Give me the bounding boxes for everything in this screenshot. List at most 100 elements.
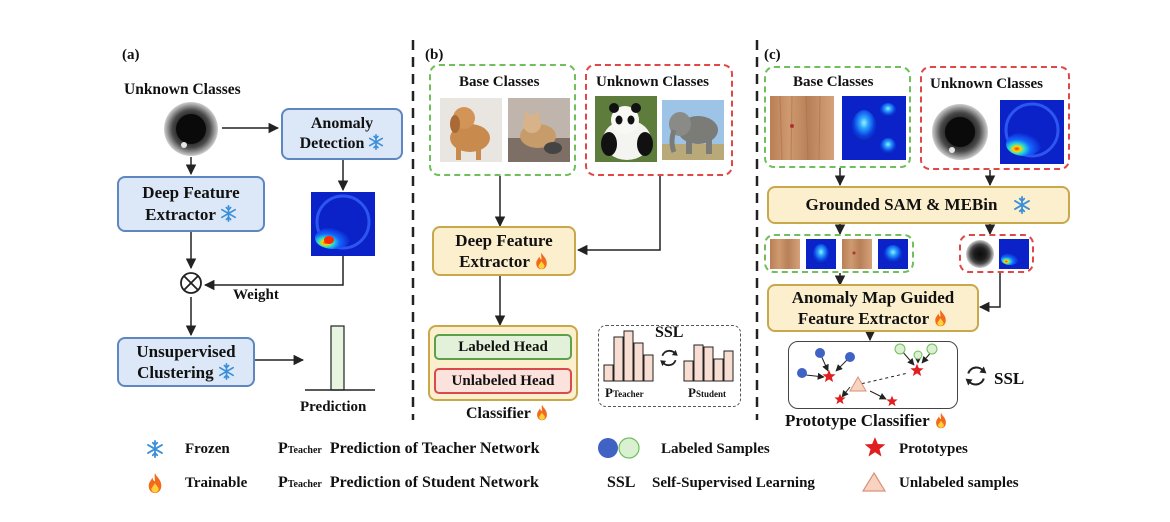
flame-icon	[934, 412, 948, 429]
labeled-sample-green	[926, 343, 938, 355]
labeled-sample-green	[894, 343, 906, 355]
anomaly-detection-box: Anomaly Detection	[281, 108, 403, 160]
panel-b-ssl-label: SSL	[655, 324, 684, 341]
panel-c-unknown-group	[920, 66, 1070, 170]
classifier-label-wrap: Classifier	[466, 404, 549, 423]
p-student-label: PStudent	[688, 385, 726, 401]
panel-c-ssl-label: SSL	[994, 369, 1025, 388]
labeled-head-box: Labeled Head	[434, 334, 572, 360]
cycle-arrows-icon	[963, 363, 989, 389]
legend-p-teacher-desc: Prediction of Teacher Network	[329, 440, 540, 457]
deep-feature-extractor-line2: Extractor	[145, 205, 216, 224]
legend-labeled-samples: Labeled Samples	[661, 441, 770, 457]
dog-image	[440, 98, 502, 162]
prototype-star	[886, 395, 898, 407]
p-teacher-label: PTeacher	[605, 385, 644, 401]
panel-c-lens-image	[928, 100, 992, 164]
panel-b-label: (b)	[425, 47, 444, 63]
metal-lens-image	[160, 101, 222, 157]
unlabeled-head-box: Unlabeled Head	[434, 368, 572, 394]
panel-b-base-classes-title: Base Classes	[459, 74, 540, 90]
p-teacher-sub: Teacher	[612, 389, 644, 399]
labeled-sample-green	[913, 350, 923, 360]
snowflake-icon	[368, 134, 384, 150]
arrow-unknown-crops-to-extractor	[978, 273, 1001, 313]
anomaly-detection-line1: Anomaly	[310, 115, 374, 132]
legend-flame-icon	[146, 472, 164, 494]
flame-icon	[534, 252, 549, 270]
cat-image	[508, 98, 570, 162]
legend-p-student: PTeacher Prediction of Student Network	[278, 474, 539, 492]
labeled-sample-blue	[845, 352, 855, 362]
arrow-unknown-to-extractor	[576, 176, 661, 256]
legend-p-teacher: PTeacher Prediction of Teacher Network	[278, 440, 539, 458]
unknown-crops-group	[959, 234, 1034, 273]
flame-icon	[535, 404, 549, 421]
legend-ssl: SSL	[607, 474, 636, 491]
snowflake-icon	[218, 363, 235, 380]
base-crops-group	[764, 234, 914, 273]
legend-ssl-desc: Self-Supervised Learning	[652, 475, 815, 491]
anomaly-map-extractor-line2: Feature Extractor	[797, 309, 929, 328]
grounded-sam-box: Grounded SAM & MEBin	[767, 186, 1070, 224]
labeled-sample-blue	[797, 368, 807, 378]
legend-p-teacher-sub: Teacher	[287, 445, 322, 456]
prototype-classifier-label: Prototype Classifier	[785, 411, 930, 430]
unlabeled-sample-triangle	[849, 375, 867, 392]
prototype-classifier-label-wrap: Prototype Classifier	[785, 411, 948, 431]
base-classes-group	[429, 64, 576, 176]
panel-c-lens-heatmap-image	[1000, 100, 1064, 164]
snowflake-icon	[220, 205, 237, 222]
prototype-star	[910, 363, 924, 377]
anomaly-map-extractor-line1: Anomaly Map Guided	[791, 288, 955, 307]
elephant-image	[662, 100, 724, 160]
classifier-label: Classifier	[466, 405, 531, 422]
legend-frozen: Frozen	[185, 441, 230, 457]
ssl-distribution-bars	[603, 330, 734, 382]
prototype-space-box	[788, 341, 958, 409]
unknown-classes-group	[585, 64, 733, 176]
legend-snowflake-icon	[146, 440, 164, 458]
legend-unlabeled-samples: Unlabeled samples	[899, 475, 1019, 491]
unknown-crops-images	[965, 239, 1029, 269]
unsupervised-clustering-line2: Clustering	[137, 363, 214, 382]
labeled-sample-blue	[815, 348, 825, 358]
legend-trainable: Trainable	[185, 475, 248, 491]
panel-c-base-group	[764, 66, 911, 168]
prediction-bar	[330, 325, 345, 391]
panel-c-unknown-classes-title: Unknown Classes	[930, 76, 1043, 92]
unsupervised-clustering-box: Unsupervised Clustering	[117, 337, 255, 387]
p-teacher-main: P	[605, 385, 613, 400]
flame-icon	[933, 309, 948, 327]
ssl-distribution-box	[598, 325, 741, 407]
prediction-label: Prediction	[300, 399, 367, 415]
panel-b-extractor-line1: Deep Feature	[455, 231, 553, 250]
legend-p-teacher-main: P	[278, 440, 288, 457]
legend-star-icon	[864, 436, 886, 458]
panel-a-unknown-classes-title: Unknown Classes	[124, 81, 241, 98]
anomaly-detection-line2: Detection	[299, 135, 365, 152]
prediction-bar-chart	[305, 325, 375, 391]
panel-a-label: (a)	[122, 47, 140, 63]
panel-c-base-classes-title: Base Classes	[793, 74, 874, 90]
grounded-sam-label: Grounded SAM & MEBin	[805, 195, 998, 214]
deep-feature-extractor-line1: Deep Feature	[142, 183, 240, 202]
unsupervised-clustering-line1: Unsupervised	[136, 342, 236, 361]
base-crops-images	[770, 239, 908, 269]
panel-c-label: (c)	[764, 47, 781, 63]
prototype-star	[822, 369, 836, 383]
panel-b-extractor-line2: Extractor	[459, 252, 530, 271]
arrow-map-to-mult	[203, 256, 344, 291]
wood-texture-image	[770, 96, 834, 160]
wood-heatmap-image	[842, 96, 906, 160]
legend-p-student-desc: Prediction of Student Network	[329, 474, 539, 491]
multiply-node	[180, 272, 202, 294]
snowflake-icon	[1013, 196, 1031, 214]
panel-b-unknown-classes-title: Unknown Classes	[596, 74, 709, 90]
prototype-space-plot	[797, 343, 938, 407]
legend-triangle-icon	[862, 471, 886, 492]
deep-feature-extractor-frozen-box: Deep Feature Extractor	[117, 176, 265, 232]
panda-image	[595, 96, 657, 162]
legend-prototypes: Prototypes	[899, 441, 968, 457]
